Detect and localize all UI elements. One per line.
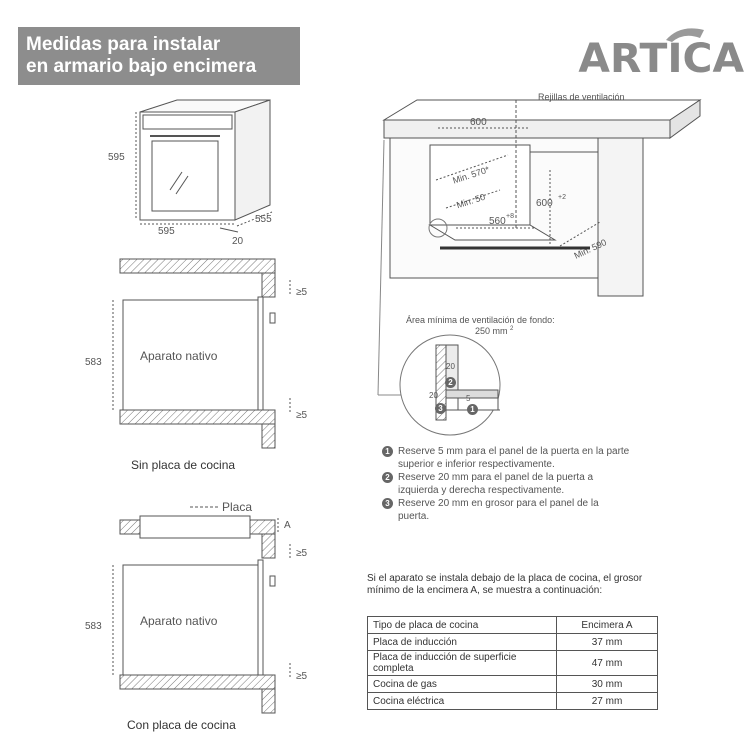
countertop-a-label: A — [284, 520, 291, 531]
height-600-label: 600 — [536, 198, 553, 209]
title-line-2: en armario bajo encimera — [26, 56, 257, 77]
vent-area-value: 250 mm 2 — [475, 326, 514, 336]
appliance-label-2: Aparato nativo — [140, 614, 218, 628]
section-no-hob — [112, 258, 291, 449]
note-item: 3 Reserve 20 mm en grosor para el panel … — [382, 497, 632, 523]
table-cell: 47 mm — [556, 650, 658, 676]
table-row: Cocina de gas 30 mm — [367, 675, 658, 693]
table-cell: Cocina de gas — [367, 675, 557, 693]
note-text: Reserve 20 mm para el panel de la puerta… — [398, 472, 594, 496]
note-item: 2 Reserve 20 mm para el panel de la puer… — [382, 471, 632, 497]
oven-depth-dim: 555 — [255, 214, 272, 225]
height-583-label: 583 — [85, 357, 102, 368]
table-row: Placa de inducción 37 mm — [367, 633, 658, 651]
caption-no-hob: Sin placa de cocina — [131, 458, 236, 472]
header-cell-type: Tipo de placa de cocina — [367, 616, 557, 634]
note-item: 1 Reserve 5 mm para el panel de la puert… — [382, 445, 632, 471]
note-number-badge: 2 — [382, 472, 393, 483]
title-line-1: Medidas para instalar — [26, 34, 221, 55]
table-cell: Placa de inducción de superficie complet… — [367, 650, 557, 676]
table-cell: 27 mm — [556, 692, 658, 710]
caption-with-hob: Con placa de cocina — [127, 718, 236, 732]
detail-marker-1: 1 — [467, 404, 478, 415]
detail-marker-2: 2 — [445, 377, 456, 388]
note-text: Reserve 5 mm para el panel de la puerta … — [398, 446, 630, 470]
table-cell: 37 mm — [556, 633, 658, 651]
artica-logo: ARTICA — [578, 26, 744, 82]
section-with-hob — [112, 506, 291, 714]
oven-perspective — [135, 99, 273, 233]
section-title-banner: Medidas para instalar en armario bajo en… — [18, 27, 300, 85]
table-cell: Cocina eléctrica — [367, 692, 557, 710]
detail-marker-3: 3 — [435, 403, 446, 414]
logo-text: ARTICA — [578, 36, 745, 82]
vent-area-label: Área mínima de ventilación de fondo: — [406, 315, 555, 325]
bottom-clearance-label: ≥5 — [296, 410, 308, 421]
vent-grille-label: Rejillas de ventilación — [538, 92, 625, 102]
top-clearance-label-2: ≥5 — [296, 548, 308, 559]
hob-label: Placa — [222, 500, 253, 514]
header-cell-a: Encimera A — [556, 616, 658, 634]
detail-20-left: 20 — [429, 391, 438, 400]
height-583-label-2: 583 — [85, 621, 102, 632]
note-text: Reserve 20 mm en grosor para el panel de… — [398, 498, 599, 522]
hob-thickness-table: Tipo de placa de cocina Encimera A Placa… — [367, 616, 658, 710]
note-number-badge: 3 — [382, 498, 393, 509]
detail-5-label: 5 — [466, 394, 471, 403]
table-header-row: Tipo de placa de cocina Encimera A — [367, 616, 658, 634]
table-cell: Placa de inducción — [367, 633, 557, 651]
logo-swoosh-icon — [666, 28, 704, 42]
height-600-tolerance: +2 — [558, 194, 566, 201]
oven-door-dim: 20 — [232, 236, 244, 247]
table-row: Cocina eléctrica 27 mm — [367, 692, 658, 710]
table-cell: 30 mm — [556, 675, 658, 693]
cabinet-perspective — [377, 99, 702, 396]
table-intro: Si el aparato se instala debajo de la pl… — [367, 573, 643, 596]
oven-height-dim: 595 — [108, 152, 125, 163]
detail-20-top: 20 — [446, 362, 455, 371]
bottom-clearance-label-2: ≥5 — [296, 671, 308, 682]
top-clearance-label: ≥5 — [296, 287, 308, 298]
width-560-tolerance: +8 — [506, 213, 514, 220]
table-row: Placa de inducción de superficie complet… — [367, 650, 658, 676]
oven-width-dim: 595 — [158, 226, 175, 237]
width-560-label: 560 — [489, 216, 506, 227]
note-number-badge: 1 — [382, 446, 393, 457]
notes-list: 1 Reserve 5 mm para el panel de la puert… — [382, 445, 632, 523]
width-600-label: 600 — [470, 117, 487, 128]
appliance-label: Aparato nativo — [140, 349, 218, 363]
